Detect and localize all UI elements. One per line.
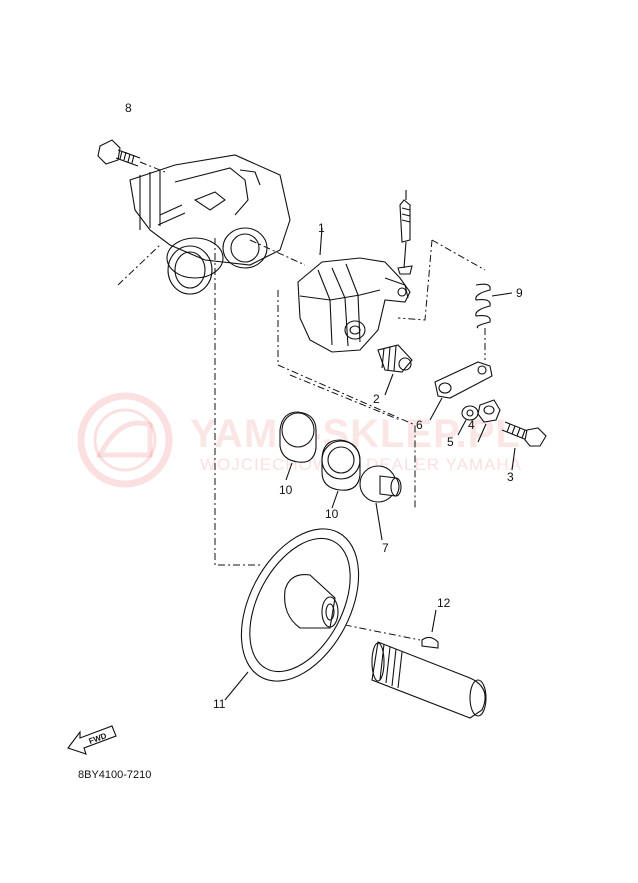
part-8-bolt [97, 139, 166, 173]
part-4-collar [477, 399, 501, 443]
watermark-subtitle: WOJCIECHOWSKI DEALER YAMAHA [200, 455, 522, 474]
part-2-screw [377, 344, 413, 396]
fwd-arrow-icon: FWD [67, 725, 117, 755]
part-3-bolt [501, 421, 547, 471]
diagram-code: 8BY4100-7210 [78, 769, 151, 781]
drive-shaft [371, 641, 487, 719]
fwd-label: FWD [88, 731, 108, 746]
part-10-seal-lower [321, 439, 361, 509]
watermark-logo [77, 392, 173, 488]
part-9-spring [475, 283, 513, 329]
callout-9: 9 [516, 286, 523, 300]
callout-12: 12 [437, 596, 451, 610]
part-6-lever [429, 361, 493, 421]
part-7-cap [359, 465, 402, 541]
callout-11: 11 [213, 697, 226, 711]
callout-4: 4 [468, 418, 475, 432]
callout-1: 1 [318, 221, 325, 235]
callout-labels: 8 1 9 2 6 4 5 3 10 10 7 12 11 [125, 101, 523, 711]
callout-10-lower: 10 [325, 507, 339, 521]
callout-8: 8 [125, 101, 132, 115]
callout-5: 5 [447, 435, 454, 449]
callout-10-upper: 10 [279, 483, 293, 497]
part-11-sheave [224, 528, 360, 701]
callout-3: 3 [507, 470, 514, 484]
part-12-key [421, 609, 439, 649]
control-rod [397, 190, 413, 275]
callout-7: 7 [382, 541, 389, 555]
part-1-housing [297, 227, 411, 353]
cylinder-housing [129, 154, 291, 295]
callout-6: 6 [416, 418, 423, 432]
part-10-seal-upper [279, 411, 317, 481]
callout-2: 2 [373, 392, 380, 406]
